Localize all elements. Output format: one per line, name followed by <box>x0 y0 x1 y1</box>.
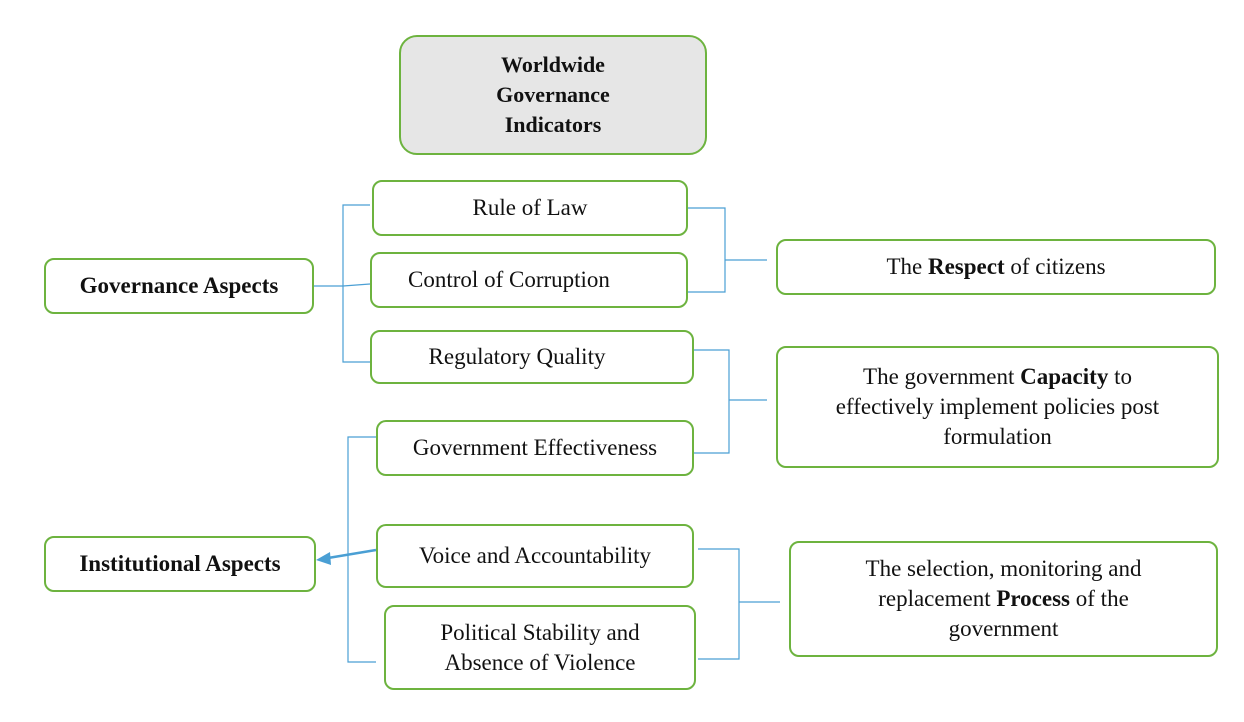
process-line-3: government <box>948 616 1059 641</box>
governance-aspects-box: Governance Aspects <box>44 258 314 314</box>
title-line-3: Indicators <box>504 112 602 137</box>
voice-accountability-box: Voice and Accountability <box>376 524 694 588</box>
process-box: The selection, monitoring and replacemen… <box>789 541 1218 657</box>
title-line-1: Worldwide <box>501 52 605 77</box>
political-stability-box: Political Stability and Absence of Viole… <box>384 605 696 690</box>
control-of-corruption-box: Control of Corruption <box>370 252 688 308</box>
process-post: of the <box>1070 586 1129 611</box>
governance-corruption-link <box>342 283 371 287</box>
government-effectiveness-box: Government Effectiveness <box>376 420 694 476</box>
respect-keyword: Respect <box>927 254 1005 279</box>
process-pre: replacement <box>878 586 997 611</box>
institutional-arrowhead <box>316 552 331 565</box>
capacity-post: to <box>1108 364 1132 389</box>
capacity-line-3: formulation <box>943 424 1052 449</box>
governance-bracket <box>342 204 370 363</box>
respect-box: The Respect of citizens <box>776 239 1216 295</box>
process-bracket <box>698 548 740 660</box>
capacity-line-2: effectively implement policies post <box>835 394 1160 419</box>
capacity-bracket <box>694 349 730 454</box>
process-line-1: The selection, monitoring and <box>865 556 1142 581</box>
rule-of-law-box: Rule of Law <box>372 180 688 236</box>
institutional-arrow-shaft <box>327 548 377 560</box>
institutional-aspects-label: Institutional Aspects <box>79 551 281 576</box>
capacity-box: The government Capacity to effectively i… <box>776 346 1219 468</box>
regulatory-quality-label: Regulatory Quality <box>428 344 606 369</box>
political-stability-line-1: Political Stability and <box>440 619 640 645</box>
respect-pre: The <box>886 254 928 279</box>
title-line-2: Governance <box>496 82 610 107</box>
institutional-bracket <box>347 436 376 663</box>
governance-aspects-label: Governance Aspects <box>79 273 279 298</box>
wgi-title-box: Worldwide Governance Indicators <box>399 35 707 155</box>
capacity-pre: The government <box>863 364 1021 389</box>
regulatory-quality-box: Regulatory Quality <box>370 330 694 384</box>
respect-bracket <box>688 207 726 293</box>
institutional-aspects-box: Institutional Aspects <box>44 536 316 592</box>
capacity-line-1: The government Capacity to <box>863 362 1132 392</box>
respect-post: of citizens <box>1004 254 1106 279</box>
capacity-keyword: Capacity <box>1020 364 1109 389</box>
government-effectiveness-label: Government Effectiveness <box>412 435 658 460</box>
political-stability-line-2: Absence of Violence <box>444 649 636 675</box>
process-line-2: replacement Process of the <box>878 584 1129 614</box>
respect-text: The Respect of citizens <box>886 252 1105 282</box>
process-keyword: Process <box>996 586 1071 611</box>
rule-of-law-label: Rule of Law <box>472 195 588 220</box>
voice-accountability-label: Voice and Accountability <box>418 543 652 568</box>
control-of-corruption-label: Control of Corruption <box>408 267 610 292</box>
